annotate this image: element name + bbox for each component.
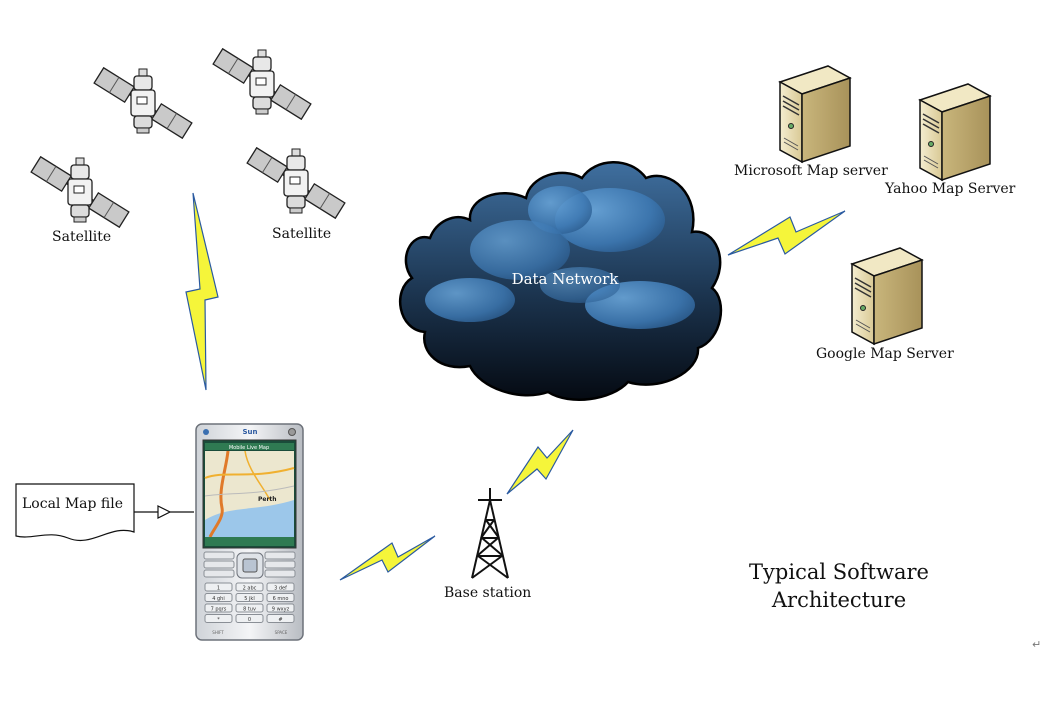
title-line: Typical Software — [749, 560, 929, 584]
satellite-icon — [30, 156, 130, 228]
phone-key — [204, 582, 233, 592]
svg-text:Perth: Perth — [258, 496, 277, 503]
phone-key — [266, 582, 295, 592]
phone-key-label: 8 tuv — [243, 606, 256, 612]
satellite-icon — [212, 48, 312, 120]
phone-key-label: 0 — [248, 617, 251, 623]
phone-key-label: 3 def — [274, 585, 287, 591]
wireless-link-network-servers — [727, 210, 846, 256]
title-line: Architecture — [771, 588, 907, 612]
base-station-tower-icon — [471, 488, 509, 579]
wireless-link-phone-base — [339, 535, 436, 581]
diagram-title: Typical Software Architecture — [730, 558, 948, 614]
local-map-file-label: Local Map file — [22, 496, 124, 512]
server-icon — [919, 83, 991, 181]
satellite-label: Satellite — [272, 226, 332, 242]
svg-text:Sun: Sun — [242, 428, 257, 436]
phone-key-label: * — [217, 617, 220, 623]
phone-key-label: 4 ghi — [212, 596, 225, 602]
phone-key — [266, 603, 295, 613]
phone-key-label: 5 jkl — [244, 596, 254, 602]
phone-key-label: 7 pqrs — [211, 606, 227, 612]
phone-key — [235, 582, 264, 592]
server-icon — [779, 65, 851, 163]
phone-key-label: # — [278, 617, 282, 623]
server-icon — [851, 247, 923, 345]
file-to-phone-connector — [134, 505, 194, 519]
phone-key-label: 9 wxyz — [272, 606, 290, 612]
phone-key — [204, 603, 233, 613]
phone-key — [235, 614, 264, 623]
google-map-server-label: Google Map Server — [816, 346, 954, 362]
phone-key — [266, 593, 295, 602]
phone-key — [204, 593, 233, 602]
phone-key — [204, 614, 233, 623]
svg-text:Mobile Live Map: Mobile Live Map — [229, 445, 269, 451]
paragraph-mark: ↵ — [1032, 638, 1041, 651]
wireless-link-satellite-phone — [185, 192, 219, 391]
yahoo-map-server-label: Yahoo Map Server — [885, 181, 1016, 197]
phone-key-label: 6 mno — [273, 596, 289, 602]
phone-key — [235, 593, 264, 602]
satellite-label: Satellite — [52, 229, 112, 245]
satellite-icon — [93, 67, 193, 139]
phone-key — [235, 603, 264, 613]
phone-softkey-label: SPACE — [275, 630, 288, 635]
phone-key — [266, 614, 295, 623]
phone-key-label: 2 abc — [243, 585, 257, 591]
local-map-file-shape — [15, 483, 135, 542]
phone-key-label: 1 — [217, 585, 220, 591]
satellite-icon — [246, 147, 346, 219]
data-network-label: Data Network — [512, 270, 620, 288]
phone-softkey-label: SHIFT — [212, 630, 224, 635]
data-network-cloud: Data Network — [398, 161, 723, 401]
base-station-label: Base station — [444, 585, 532, 601]
microsoft-map-server-label: Microsoft Map server — [734, 163, 888, 179]
wireless-link-base-network — [506, 429, 574, 495]
mobile-phone-icon: Sun Mobile Live Map Perth 1 2 abc 3 def 4 g… — [195, 423, 304, 641]
